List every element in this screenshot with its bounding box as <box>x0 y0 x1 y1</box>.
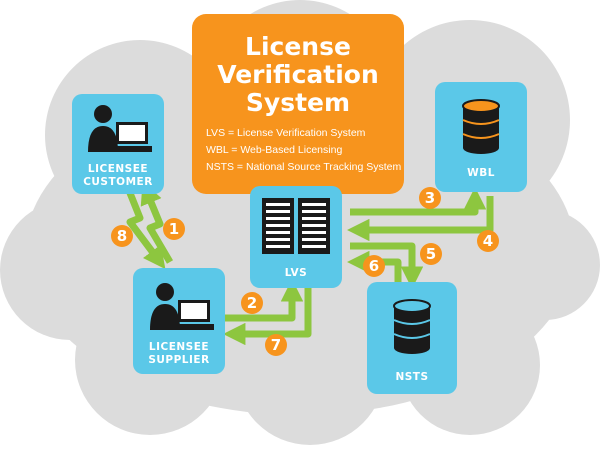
database-icon <box>462 99 500 154</box>
title-line-2: Verification <box>217 60 379 89</box>
customer-label-line-1: LICENSEE <box>88 163 148 175</box>
lvs-label: LVS <box>285 267 307 279</box>
arrow-supplier-customer <box>140 181 174 264</box>
step-8-badge: 8 <box>111 225 133 247</box>
svg-text:7: 7 <box>271 336 281 354</box>
svg-text:2: 2 <box>247 294 257 312</box>
step-6-badge: 6 <box>363 255 385 277</box>
arrow-lvs-supplier <box>223 288 312 346</box>
lvs-node: LVS <box>250 186 342 288</box>
svg-text:4: 4 <box>483 232 493 250</box>
legend-wbl: WBL = Web-Based Licensing <box>206 144 342 156</box>
legend-lvs: LVS = License Verification System <box>206 127 366 139</box>
title-line-3: System <box>246 88 350 117</box>
person-computer-icon <box>88 105 152 152</box>
arrow-wbl-lvs <box>347 196 494 242</box>
person-computer-icon <box>150 283 214 330</box>
step-1-badge: 1 <box>163 218 185 240</box>
title-box: License Verification System LVS = Licens… <box>192 14 404 194</box>
customer-label-line-2: CUSTOMER <box>83 176 153 188</box>
step-5-badge: 5 <box>420 243 442 265</box>
svg-text:6: 6 <box>369 257 379 275</box>
svg-text:8: 8 <box>117 227 127 245</box>
arrow-supplier-lvs <box>225 279 304 322</box>
legend-nsts: NSTS = National Source Tracking System <box>206 161 401 173</box>
supplier-label-line-2: SUPPLIER <box>148 354 209 366</box>
svg-text:5: 5 <box>426 245 436 263</box>
arrow-lvs-nsts <box>350 242 424 289</box>
svg-text:3: 3 <box>425 189 435 207</box>
step-4-badge: 4 <box>477 230 499 252</box>
licensee-supplier-node: LICENSEE SUPPLIER <box>133 268 225 374</box>
step-2-badge: 2 <box>241 292 263 314</box>
step-badges: 1 8 2 7 3 4 5 6 <box>111 187 499 356</box>
svg-text:1: 1 <box>169 220 179 238</box>
server-rack-icon <box>262 198 330 254</box>
nsts-node: NSTS <box>367 282 457 394</box>
wbl-node: WBL <box>435 82 527 192</box>
database-icon <box>393 299 431 354</box>
supplier-label-line-1: LICENSEE <box>149 341 209 353</box>
wbl-label: WBL <box>467 167 495 179</box>
title-line-1: License <box>245 32 351 61</box>
step-7-badge: 7 <box>265 334 287 356</box>
nsts-label: NSTS <box>395 371 428 383</box>
arrow-customer-supplier <box>124 186 166 270</box>
arrow-lvs-wbl <box>350 187 487 216</box>
step-3-badge: 3 <box>419 187 441 209</box>
licensee-customer-node: LICENSEE CUSTOMER <box>72 94 164 194</box>
